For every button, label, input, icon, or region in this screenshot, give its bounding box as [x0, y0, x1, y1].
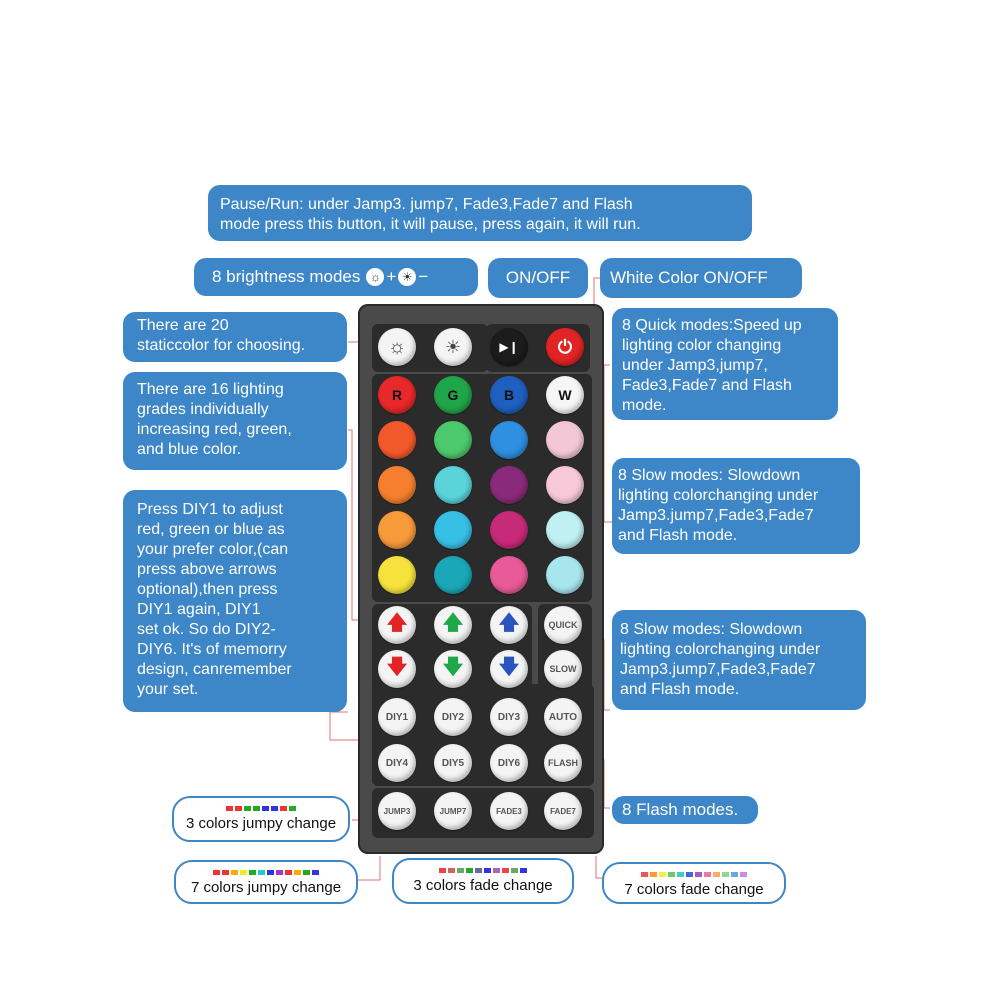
color-button[interactable]	[378, 511, 416, 549]
diy4-button[interactable]: DIY4	[378, 744, 416, 782]
label-fade7-text: 7 colors fade change	[624, 881, 764, 898]
arrow-up-icon: 🡅	[442, 612, 464, 634]
pause-run-button[interactable]: ▶❙	[490, 328, 528, 366]
color-button[interactable]	[546, 511, 584, 549]
quick-modes-callout: 8 Quick modes:Speed up lighting color ch…	[612, 308, 838, 420]
plus-icon: +	[386, 267, 397, 286]
label-fade7: 7 colors fade change	[602, 862, 786, 904]
red-up-button[interactable]: 🡅	[378, 606, 416, 644]
blue-up-button[interactable]: 🡅	[490, 606, 528, 644]
color-button[interactable]	[434, 511, 472, 549]
diy5-button[interactable]: DIY5	[434, 744, 472, 782]
minus-icon: −	[418, 267, 429, 286]
sun-dim-icon: ☀	[444, 336, 462, 357]
color-button[interactable]	[546, 421, 584, 459]
color-button-r[interactable]: R	[378, 376, 416, 414]
lighting-grades-callout: There are 16 lighting grades individuall…	[123, 372, 347, 470]
diy2-button[interactable]: DIY2	[434, 698, 472, 736]
color-button[interactable]	[378, 556, 416, 594]
color-button-b[interactable]: B	[490, 376, 528, 414]
quick-button[interactable]: QUICK	[544, 606, 582, 644]
connector-jumpy7	[358, 856, 381, 881]
arrow-down-icon: 🡇	[442, 656, 464, 678]
flash-modes-callout: 8 Flash modes.	[612, 796, 758, 824]
color-button-label: W	[558, 387, 572, 403]
connector-quick	[603, 364, 614, 523]
diy1-button[interactable]: DIY1	[378, 698, 416, 736]
connector-diy	[329, 711, 378, 741]
on-off-callout: ON/OFF	[488, 258, 588, 298]
color-button[interactable]	[434, 421, 472, 459]
arrow-up-icon: 🡅	[498, 612, 520, 634]
arrow-down-icon: 🡇	[386, 656, 408, 678]
fade7-button[interactable]: FADE7	[544, 792, 582, 830]
slow-modes-callout-1: 8 Slow modes: Slowdown lighting colorcha…	[612, 458, 860, 554]
color-button-label: B	[503, 387, 515, 403]
color-button[interactable]	[434, 556, 472, 594]
power-icon: ⏻	[557, 336, 573, 357]
label-fade3: 3 colors fade change	[392, 858, 574, 904]
diy6-button[interactable]: DIY6	[490, 744, 528, 782]
red-down-button[interactable]: 🡇	[378, 650, 416, 688]
brightness-up-button[interactable]: ☼	[378, 328, 416, 366]
brightness-down-icon: ☀	[398, 268, 417, 286]
play-pause-icon: ▶❙	[499, 340, 519, 354]
label-jumpy7: 7 colors jumpy change	[174, 860, 358, 904]
power-button[interactable]: ⏻	[546, 328, 584, 366]
fade3-button[interactable]: FADE3	[490, 792, 528, 830]
color-strip	[604, 872, 784, 877]
jump7-button[interactable]: JUMP7	[434, 792, 472, 830]
static-color-callout: There are 20 staticcolor for choosing.	[123, 312, 347, 362]
green-up-button[interactable]: 🡅	[434, 606, 472, 644]
color-strip	[176, 870, 356, 875]
label-jumpy3-text: 3 colors jumpy change	[185, 815, 337, 832]
brightness-down-button[interactable]: ☀	[434, 328, 472, 366]
color-button[interactable]	[546, 556, 584, 594]
label-jumpy3: 3 colors jumpy change	[172, 796, 350, 842]
brightness-label: 8 brightness modes	[212, 267, 361, 286]
flash-button[interactable]: FLASH	[544, 744, 582, 782]
color-button[interactable]	[546, 466, 584, 504]
color-button[interactable]	[490, 511, 528, 549]
color-button[interactable]	[490, 466, 528, 504]
pause-run-callout: Pause/Run: under Jamp3. jump7, Fade3,Fad…	[208, 185, 752, 241]
color-strip	[174, 806, 348, 811]
blue-down-button[interactable]: 🡇	[490, 650, 528, 688]
auto-button[interactable]: AUTO	[544, 698, 582, 736]
remote-control: ☼ ☀ ▶❙ ⏻ 🡅 🡅 🡅 QUICK 🡇 🡇 🡇 SLOW DIY1 DIY…	[358, 304, 604, 854]
color-button-label: G	[447, 387, 459, 403]
brightness-callout: 8 brightness modes ☼ + ☀ −	[194, 258, 478, 296]
arrow-up-icon: 🡅	[386, 612, 408, 634]
arrow-down-icon: 🡇	[498, 656, 520, 678]
color-button[interactable]	[378, 421, 416, 459]
color-button-w[interactable]: W	[546, 376, 584, 414]
color-button[interactable]	[490, 421, 528, 459]
green-down-button[interactable]: 🡇	[434, 650, 472, 688]
sun-icon: ☼	[387, 335, 407, 358]
color-button[interactable]	[434, 466, 472, 504]
jump3-button[interactable]: JUMP3	[378, 792, 416, 830]
slow-modes-callout-2: 8 Slow modes: Slowdown lighting colorcha…	[612, 610, 866, 710]
slow-button[interactable]: SLOW	[544, 650, 582, 688]
label-jumpy7-text: 7 colors jumpy change	[190, 879, 342, 896]
color-button-label: R	[391, 387, 403, 403]
color-button[interactable]	[490, 556, 528, 594]
color-button-g[interactable]: G	[434, 376, 472, 414]
connector-fade7	[595, 856, 604, 879]
connector-white	[593, 277, 600, 304]
diy3-button[interactable]: DIY3	[490, 698, 528, 736]
label-fade3-text: 3 colors fade change	[413, 877, 553, 894]
color-strip	[394, 868, 572, 873]
white-color-callout: White Color ON/OFF	[600, 258, 802, 298]
brightness-up-icon: ☼	[366, 268, 385, 286]
connector-grades	[348, 429, 362, 621]
color-button[interactable]	[378, 466, 416, 504]
diy-callout: Press DIY1 to adjust red, green or blue …	[123, 490, 347, 712]
